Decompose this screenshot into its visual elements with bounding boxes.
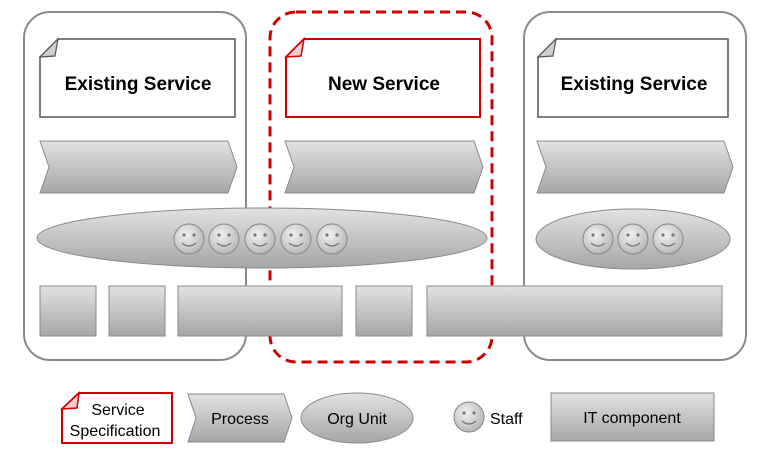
staff-smiley [208,223,240,255]
legend-staff-label: Staff [490,411,523,428]
staff-smiley [582,223,614,255]
service-spec-doc-left: Existing Service [38,37,236,118]
staff-group-shared [173,223,348,255]
process-chevron-right [536,140,734,194]
it-component-4 [355,285,413,337]
new-service-column [268,10,494,364]
existing-service-title-right: Existing Service [561,74,708,95]
new-service-title: New Service [328,74,440,95]
staff-smiley [280,223,312,255]
process-chevron-left [39,140,238,194]
legend-service-specification: Service Specification [59,391,173,444]
staff-smiley [617,223,649,255]
staff-smiley [652,223,684,255]
legend-org-unit: Org Unit [300,392,414,444]
staff-smiley [244,223,276,255]
process-chevron-new [284,140,484,194]
legend-staff: Staff [453,401,523,433]
it-component-5 [426,285,723,337]
staff-smiley [173,223,205,255]
legend-process: Process [187,393,293,443]
legend-service-label-line2: Specification [70,423,161,440]
it-component-1 [39,285,97,337]
it-component-3 [177,285,343,337]
legend-org-unit-label: Org Unit [327,411,387,428]
service-spec-doc-new: New Service [284,36,481,118]
legend-process-label: Process [211,411,269,428]
service-spec-doc-right: Existing Service [536,37,729,118]
existing-service-title-left: Existing Service [65,74,212,95]
legend-service-label-line1: Service [91,402,144,419]
staff-smiley-icon [453,401,485,433]
it-component-2 [108,285,166,337]
staff-group-right [582,223,684,255]
legend: Service Specification Process Org Unit S… [59,391,715,444]
legend-it-component-label: IT component [583,410,681,427]
staff-smiley [316,223,348,255]
legend-it-component: IT component [550,392,715,442]
